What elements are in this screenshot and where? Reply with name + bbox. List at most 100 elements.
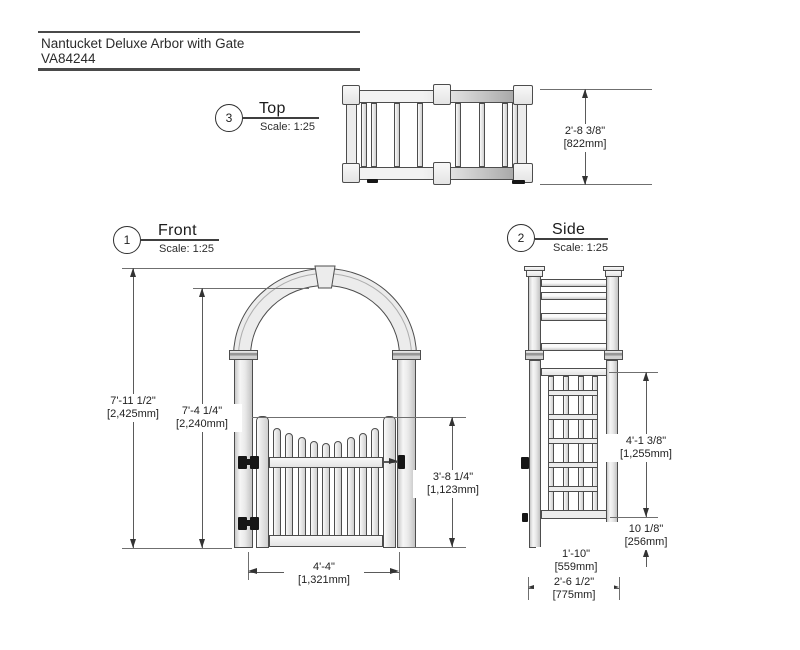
top-view-latch-mark <box>512 180 525 184</box>
dim-imperial: 10 1/8" <box>628 523 664 535</box>
gate-picket <box>347 437 355 540</box>
gate-bottom-rail <box>269 535 383 547</box>
side-arch-cross-rail <box>541 279 607 287</box>
dim-metric: [256mm] <box>624 535 668 548</box>
side-panel-bottom-rail <box>541 510 607 519</box>
gate-hinge-icon <box>250 517 259 530</box>
side-trellis-rung <box>548 462 598 468</box>
dim-imperial: 3'-8 1/4" <box>432 471 474 483</box>
front-ext-keystone-top <box>122 268 315 269</box>
front-ext-width-right <box>399 552 400 580</box>
dim-imperial: 4'-4" <box>313 561 335 573</box>
dim-metric: [2,425mm] <box>107 407 159 420</box>
side-arch-cross-rail <box>541 343 607 351</box>
side-arch-cross-rail <box>541 313 607 321</box>
dim-arrow-up-icon <box>582 89 588 98</box>
front-ext-arch-top <box>193 288 309 289</box>
side-left-post-collar <box>525 350 544 360</box>
top-dim-overall-depth: 2'-8 3/8" [822mm] <box>545 124 625 152</box>
dim-metric: [775mm] <box>552 588 596 601</box>
view-number-badge-front: 1 <box>113 226 141 254</box>
dim-metric: [1,321mm] <box>298 573 350 586</box>
top-view-cross-rung <box>361 103 367 167</box>
view-number-side: 2 <box>517 231 525 245</box>
side-right-post-collar <box>604 350 623 360</box>
top-view-cross-rung <box>502 103 508 167</box>
latch-arrow-icon <box>389 458 398 464</box>
dim-arrow-right-icon <box>390 568 399 574</box>
view-scale-top: Scale: 1:25 <box>260 121 316 133</box>
top-view-back-keystone <box>433 162 451 185</box>
top-view-cross-rung <box>479 103 485 167</box>
gate-hinge-icon <box>238 456 247 469</box>
dim-imperial: 7'-4 1/4" <box>181 405 223 417</box>
dim-arrow-left-icon <box>248 568 257 574</box>
front-ext-gate-bottom <box>400 547 466 548</box>
dim-imperial: 4'-1 3/8" <box>625 435 667 447</box>
top-view-post-cap-front-left <box>342 85 360 105</box>
top-dim-ext-line-front <box>540 89 652 90</box>
gate-latch-icon <box>398 455 405 469</box>
view-scale-side: Scale: 1:25 <box>553 242 609 254</box>
side-left-post-lower <box>529 360 541 548</box>
dim-imperial: 2'-8 3/8" <box>564 125 606 137</box>
dim-imperial: 7'-11 1/2" <box>110 395 156 407</box>
dim-metric: [822mm] <box>563 137 607 150</box>
side-left-post-upper <box>528 276 541 352</box>
dim-arrow-up-icon <box>199 288 205 297</box>
dim-arrow-down-icon <box>449 538 455 547</box>
dim-arrow-left-icon <box>528 584 537 590</box>
top-dim-ext-line-back <box>540 184 652 185</box>
dim-arrow-down-icon <box>643 508 649 517</box>
front-dim-gate-height: 3'-8 1/4" [1,123mm] <box>413 470 493 498</box>
gate-picket <box>371 428 379 540</box>
dim-arrow-down-icon <box>582 176 588 185</box>
view-number-badge-side: 2 <box>507 224 535 252</box>
front-dim-post-spacing: 4'-4" [1,321mm] <box>284 560 364 588</box>
gate-hinge-pin-icon <box>245 459 252 465</box>
side-dim-tail-line <box>646 551 647 567</box>
gate-hinge-icon <box>250 456 259 469</box>
dim-arrow-down-icon <box>199 539 205 548</box>
view-title-side: Side <box>552 221 586 238</box>
side-left-post-cap <box>524 266 545 271</box>
top-view-cross-rung <box>394 103 400 167</box>
dim-arrow-up-icon <box>643 548 649 557</box>
model-number: VA84244 <box>41 51 96 66</box>
front-ext-gate-top <box>252 417 466 418</box>
top-view-cross-rung <box>417 103 423 167</box>
front-ext-ground <box>122 548 232 549</box>
keystone <box>314 265 336 289</box>
front-right-post-collar <box>392 350 421 360</box>
side-latch-hardware-icon <box>521 457 529 469</box>
top-view-front-keystone <box>433 84 451 105</box>
view-title-rule-top <box>243 117 319 119</box>
front-dim-under-arch: 7'-4 1/4" [2,240mm] <box>162 404 242 432</box>
gate-left-stile <box>256 416 269 548</box>
gate-picket <box>298 437 306 540</box>
side-dim-inner-spacing: 1'-10" [559mm] <box>536 547 616 575</box>
title-rule-bottom <box>38 68 360 71</box>
side-right-post-cap <box>603 266 624 271</box>
gate-mid-rail <box>269 457 383 468</box>
side-ext-panel-bottom <box>610 517 658 518</box>
dim-metric: [1,255mm] <box>620 447 672 460</box>
side-dim-bottom-clearance: 10 1/8" [256mm] <box>606 522 686 550</box>
gate-hinge-icon <box>238 517 247 530</box>
view-number-top: 3 <box>225 111 233 125</box>
dim-metric: [559mm] <box>554 560 598 573</box>
front-right-post <box>397 359 416 548</box>
gate-picket <box>359 433 367 540</box>
gate-picket <box>334 441 342 540</box>
top-view-post-cap-front-right <box>513 85 533 105</box>
side-trellis-rung <box>548 390 598 396</box>
dim-arrow-up-icon <box>130 268 136 277</box>
dim-metric: [1,123mm] <box>427 483 479 496</box>
gate-picket <box>273 428 281 540</box>
side-ext-outer-right <box>619 577 620 600</box>
top-view-cross-rung <box>455 103 461 167</box>
front-dim-overall-height: 7'-11 1/2" [2,425mm] <box>93 394 173 422</box>
side-dim-panel-height: 4'-1 3/8" [1,255mm] <box>606 434 686 462</box>
side-trellis-rung <box>548 438 598 444</box>
gate-picket <box>310 441 318 540</box>
